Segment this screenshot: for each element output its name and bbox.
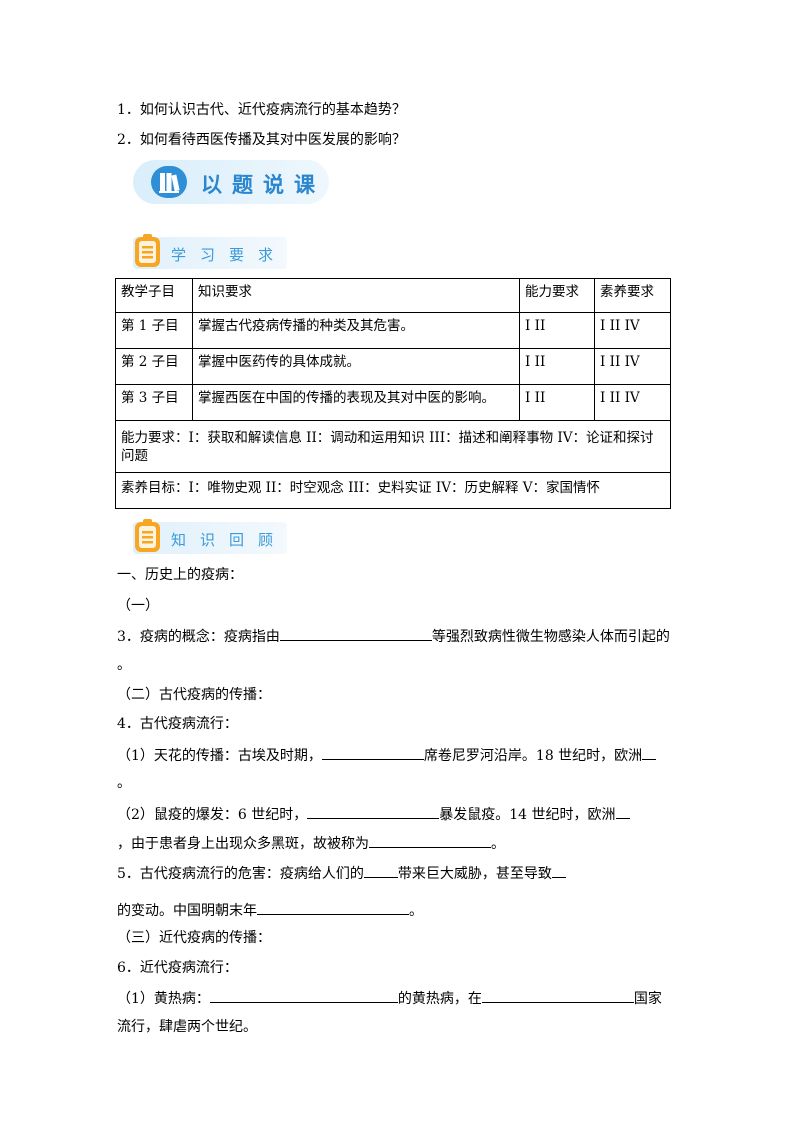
text: 带来巨大威胁，甚至导致	[397, 866, 552, 882]
text: （1）黄热病：	[117, 991, 210, 1007]
text: 。	[409, 903, 423, 919]
question-4-1: （1）天花的传播：古埃及时期， 席卷尼罗河沿岸。18 世纪时，欧洲	[117, 745, 657, 765]
question-5: 5．古代疫病流行的危害：疫病给人们的 带来巨大威胁，甚至导致	[117, 863, 566, 883]
text: 国家	[633, 991, 662, 1007]
table-row: 能力要求：I：获取和解读信息 II：调动和运用知识 III：描述和阐释事物 IV…	[115, 420, 671, 473]
text: 3．疫病的概念：疫病指由	[117, 629, 280, 645]
banner-review: 知识回顾	[133, 519, 288, 554]
table-header-cell: 知识要求	[192, 278, 520, 313]
table-row: 第 1 子目 掌握古代疫病传播的种类及其危害。 I II I II IV	[115, 312, 671, 349]
text: 等强烈致病性微生物感染人体而引起的	[431, 629, 670, 645]
table-cell: 第 2 子目	[115, 348, 193, 385]
table-row: 素养目标：I：唯物史观 II：时空观念 III：史料实证 IV：历史解释 V：家…	[115, 472, 671, 509]
table-cell: 第 1 子目	[115, 312, 193, 349]
blank[interactable]	[209, 988, 398, 1003]
text: 暴发鼠疫。14 世纪时，欧洲	[439, 807, 616, 823]
table-header-row: 教学子目 知识要求 能力要求 素养要求	[115, 278, 671, 313]
sub-heading: （二）古代疫病的传播：	[117, 687, 271, 703]
question-5-cont: 的变动。中国明朝末年 。	[117, 900, 423, 920]
text: 的变动。中国明朝末年	[117, 903, 257, 919]
table-cell: I II IV	[594, 384, 671, 421]
question-4: 4．古代疫病流行：	[117, 716, 238, 732]
question-4-1-end: 。	[117, 775, 131, 791]
clipboard-icon	[133, 518, 163, 554]
blank[interactable]	[321, 745, 424, 760]
sub-heading: （三）近代疫病的传播：	[117, 930, 271, 946]
question-6: 6．近代疫病流行：	[117, 960, 238, 976]
banner-main-title: 以题说课	[201, 173, 325, 197]
banner-study-title: 学习要求	[171, 246, 288, 264]
table-cell: 第 3 子目	[115, 384, 193, 421]
banner-study: 学习要求	[133, 234, 288, 269]
text: 5．古代疫病流行的危害：疫病给人们的	[117, 866, 364, 882]
sub-heading: （一）	[117, 598, 159, 614]
table-row: 第 3 子目 掌握西医在中国的传播的表现及其对中医的影响。 I II I II …	[115, 384, 671, 421]
literacy-note: 素养目标：I：唯物史观 II：时空观念 III：史料实证 IV：历史解释 V：家…	[115, 472, 671, 509]
blank[interactable]	[363, 863, 398, 878]
requirements-table: 教学子目 知识要求 能力要求 素养要求 第 1 子目 掌握古代疫病传播的种类及其…	[115, 278, 671, 509]
blank[interactable]	[642, 745, 657, 760]
table-header-cell: 教学子目	[115, 278, 193, 313]
blank[interactable]	[615, 804, 630, 819]
table-cell: I II	[519, 312, 595, 349]
table-cell: I II IV	[594, 348, 671, 385]
table-cell: 掌握西医在中国的传播的表现及其对中医的影响。	[192, 384, 520, 421]
question-3-end: 。	[117, 657, 131, 673]
table-header-cell: 能力要求	[519, 278, 595, 313]
text: （1）天花的传播：古埃及时期，	[117, 748, 322, 764]
text: （2）鼠疫的爆发：6 世纪时，	[117, 807, 308, 823]
question-6-1-end: 流行，肆虐两个世纪。	[117, 1019, 257, 1035]
table-header-cell: 素养要求	[594, 278, 671, 313]
banner-review-title: 知识回顾	[171, 531, 288, 549]
ability-note: 能力要求：I：获取和解读信息 II：调动和运用知识 III：描述和阐释事物 IV…	[115, 420, 671, 473]
blank[interactable]	[551, 863, 566, 878]
question-6-1: （1）黄热病： 的黄热病，在 国家	[117, 988, 662, 1008]
section-heading: 一、历史上的疫病：	[117, 567, 243, 583]
blank[interactable]	[279, 626, 432, 641]
text: 的黄热病，在	[397, 991, 482, 1007]
blank[interactable]	[307, 804, 440, 819]
table-cell: I II IV	[594, 312, 671, 349]
question-4-2: （2）鼠疫的爆发：6 世纪时， 暴发鼠疫。14 世纪时，欧洲	[117, 804, 630, 824]
question-4-2-cont: ，由于患者身上出现众多黑斑，故被称为 。	[117, 833, 505, 853]
text: 。	[491, 836, 505, 852]
banner-main: 以题说课	[133, 160, 329, 204]
table-row: 第 2 子目 掌握中医药传的具体成就。 I II I II IV	[115, 348, 671, 385]
books-icon	[151, 166, 187, 198]
table-cell: 掌握中医药传的具体成就。	[192, 348, 520, 385]
table-cell: I II	[519, 384, 595, 421]
question-2: 2．如何看待西医传播及其对中医发展的影响？	[117, 132, 406, 148]
question-3: 3．疫病的概念：疫病指由 等强烈致病性微生物感染人体而引起的	[117, 626, 670, 646]
text: 席卷尼罗河沿岸。18 世纪时，欧洲	[423, 748, 643, 764]
question-1: 1．如何认识古代、近代疫病流行的基本趋势？	[117, 102, 406, 118]
blank[interactable]	[481, 988, 634, 1003]
table-cell: 掌握古代疫病传播的种类及其危害。	[192, 312, 520, 349]
blank[interactable]	[369, 833, 491, 848]
clipboard-icon	[133, 233, 163, 269]
text: ，由于患者身上出现众多黑斑，故被称为	[117, 836, 369, 852]
blank[interactable]	[257, 900, 409, 915]
table-cell: I II	[519, 348, 595, 385]
